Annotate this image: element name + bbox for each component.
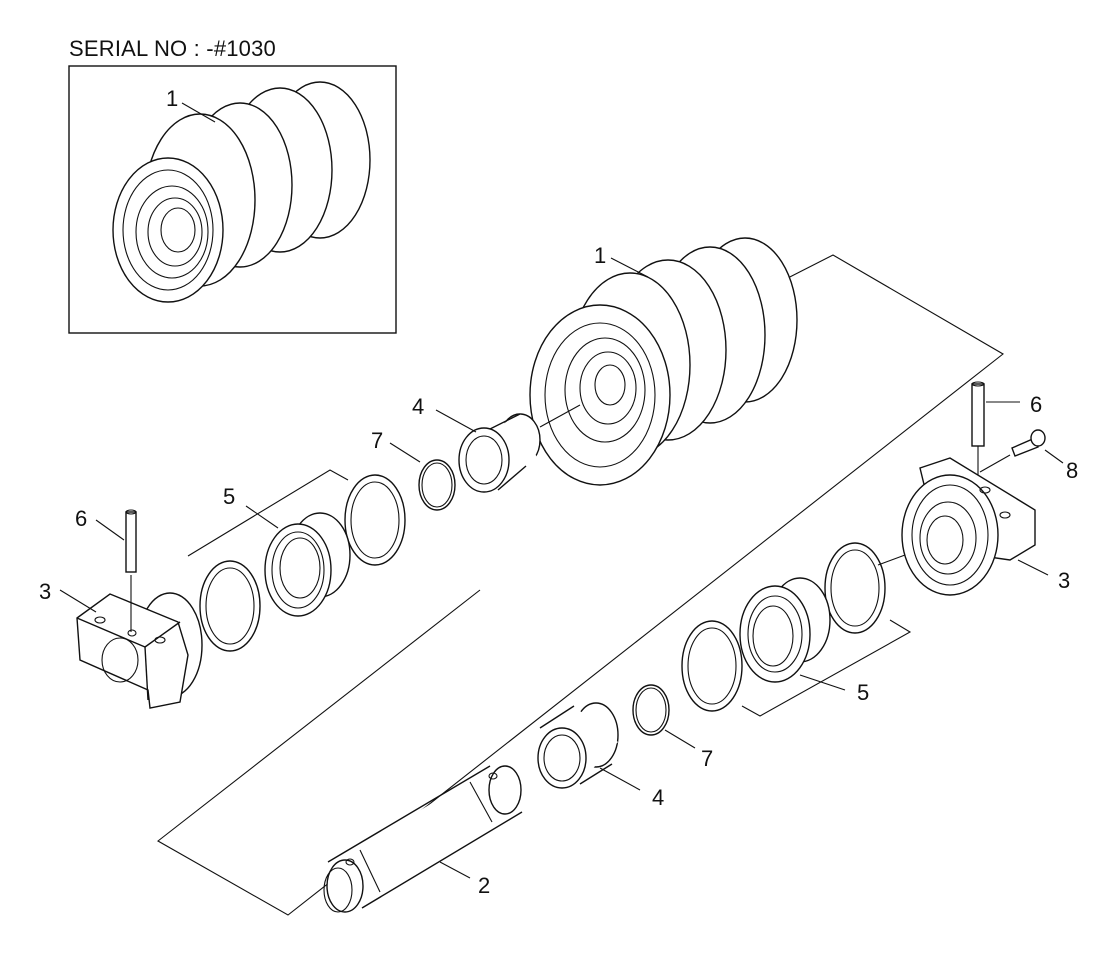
main-roller-drawing — [529, 237, 798, 486]
left-bracket-drawing — [59, 589, 203, 709]
assembly-outline — [157, 254, 1004, 916]
serial-number-label: SERIAL NO : -#1030 — [69, 36, 276, 61]
callout-shaft: 2 — [478, 873, 491, 898]
inset-roller-drawing — [112, 81, 371, 303]
left-ring-drawing — [199, 560, 261, 652]
callout-seal-lower: 5 — [857, 680, 870, 705]
lower-ring-drawing — [681, 620, 743, 712]
callout-seal-upper: 5 — [223, 484, 236, 509]
callout-oring-lower: 7 — [701, 746, 714, 771]
inset-frame — [68, 65, 397, 334]
left-pin-drawing — [95, 509, 137, 632]
upper-ring-drawing — [344, 474, 406, 566]
right-bracket-drawing — [901, 457, 1049, 596]
callout-inset-roller: 1 — [166, 86, 179, 111]
shaft-drawing — [323, 765, 523, 913]
lower-oring-drawing — [632, 684, 696, 749]
callout-pin-right: 6 — [1030, 392, 1043, 417]
callout-oring-upper: 7 — [371, 428, 384, 453]
callout-bolt: 8 — [1066, 458, 1079, 483]
lower-bushing-drawing — [537, 702, 641, 791]
callout-bracket-right: 3 — [1058, 568, 1071, 593]
callout-pin-left: 6 — [75, 506, 88, 531]
right-ring-drawing — [824, 542, 906, 634]
callout-bushing-lower: 4 — [652, 785, 665, 810]
callout-roller: 1 — [594, 243, 607, 268]
lower-seal-drawing — [739, 577, 846, 691]
upper-bushing-drawing — [435, 404, 581, 493]
upper-oring-drawing — [389, 442, 456, 511]
bolt-drawing — [979, 429, 1064, 473]
callout-bracket-left: 3 — [39, 579, 52, 604]
callout-bushing-upper: 4 — [412, 394, 425, 419]
upper-seal-drawing — [245, 505, 351, 617]
right-pin-drawing — [971, 381, 1020, 480]
